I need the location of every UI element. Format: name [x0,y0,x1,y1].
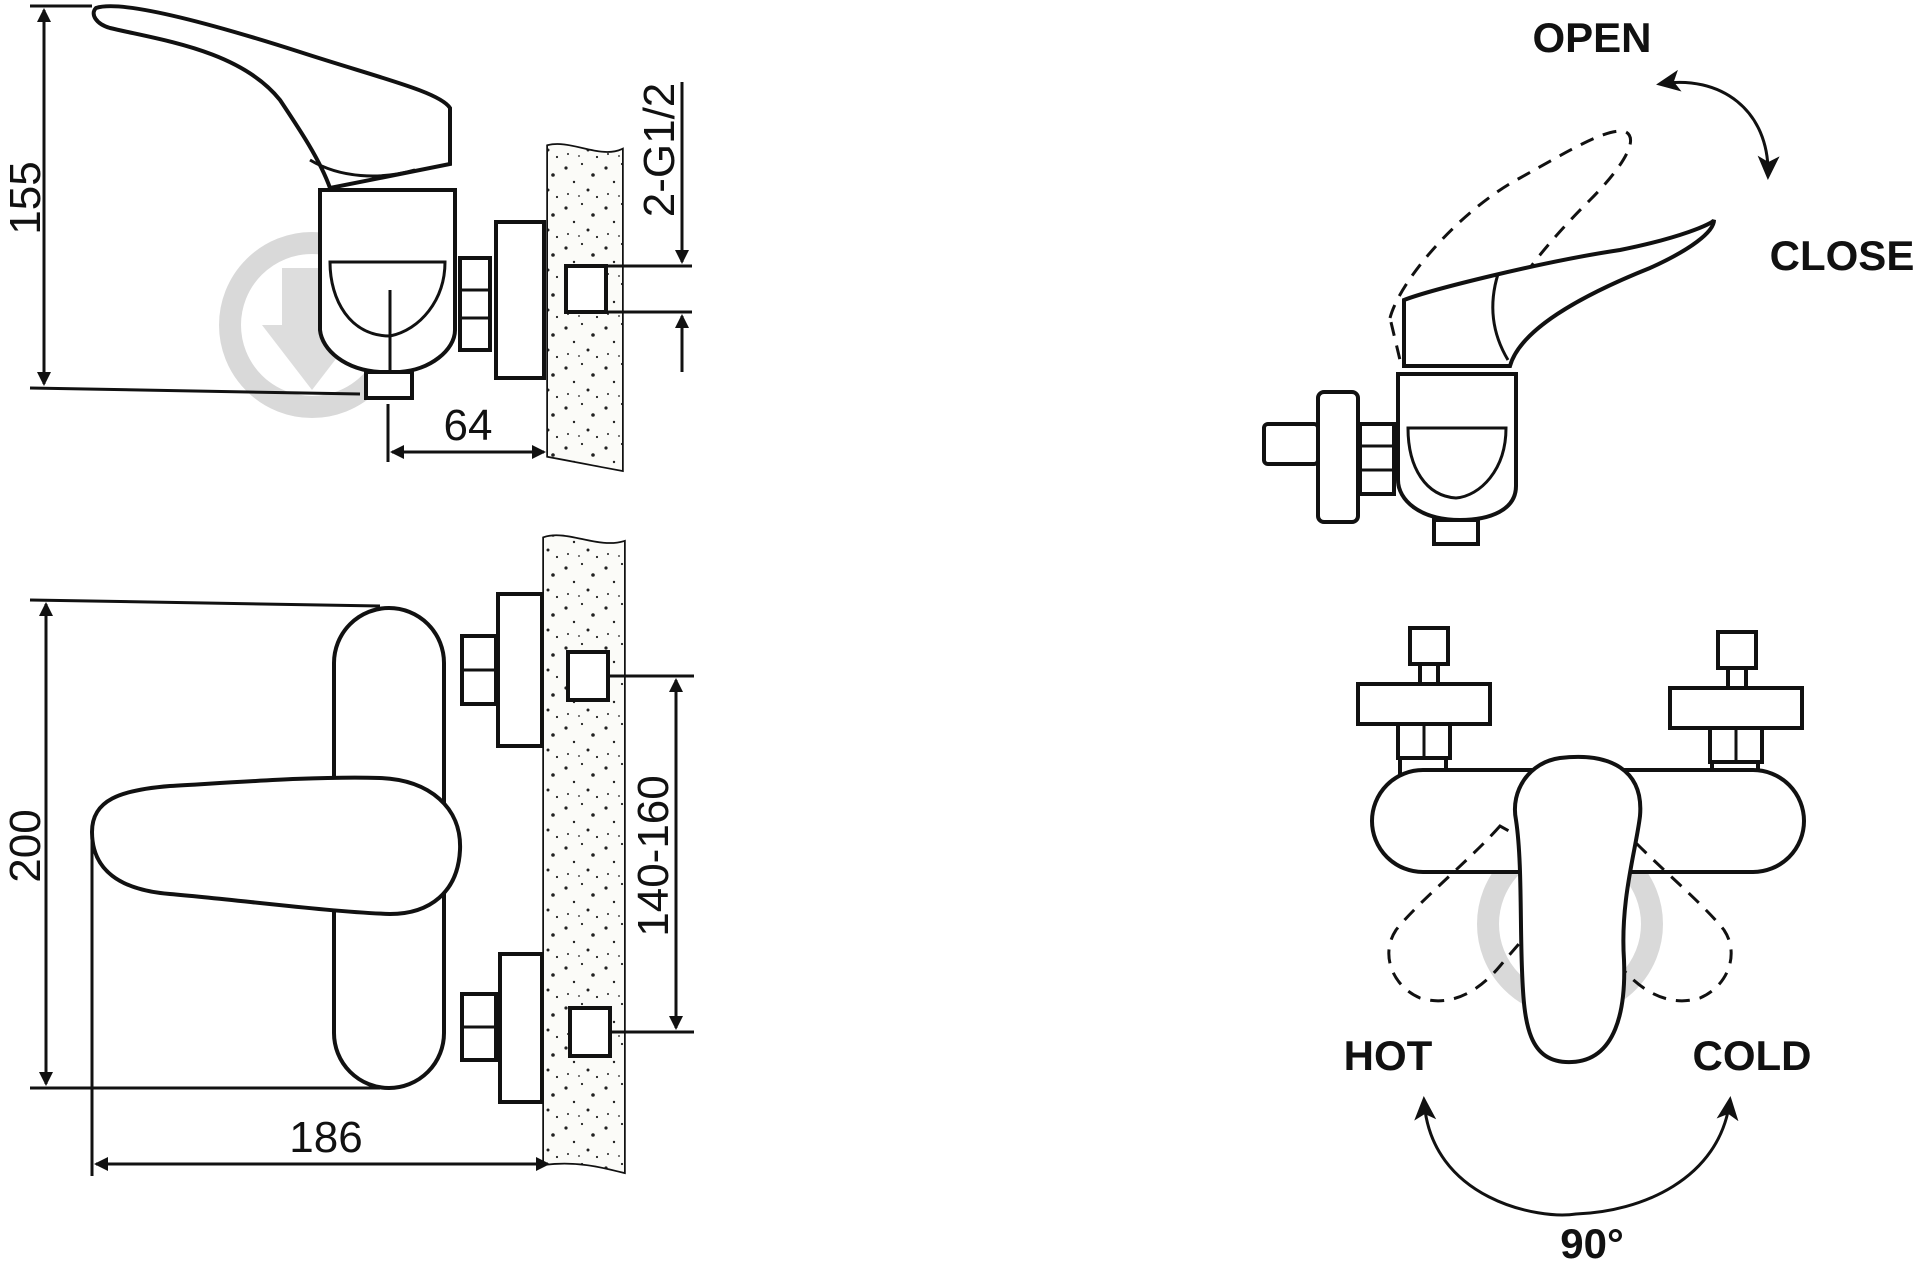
lever-handle [91,4,452,191]
flange-right [1668,686,1804,730]
label-cold: COLD [1693,1032,1812,1079]
wall-inlet [564,264,608,314]
wall-texture [544,536,624,1172]
thread-label: 2-G1/2 [635,83,684,218]
body-detail [1406,426,1508,500]
connector-nut [458,256,492,352]
side-view: 155 64 2-G1/2 [1,4,692,473]
lever-hot-dashed [1387,824,1583,1003]
extension-line [29,386,361,396]
inlet-pipe [1262,422,1320,466]
wall-flange [494,220,546,380]
label-hot: HOT [1344,1032,1433,1079]
label-close: CLOSE [1770,232,1915,279]
mixer-body [318,188,457,374]
lever-cold-dashed [1537,824,1733,1003]
lever-handle-perspective [1402,218,1716,368]
handle-detail [1491,273,1510,361]
dim-side-depth: 64 [444,401,493,450]
flange-top [496,592,544,748]
rotation-arrow-icon [1414,1096,1739,1217]
dim-spacing: 140-160 [629,775,678,936]
rotation-arrow-icon [1656,69,1780,180]
connector-nut [1358,422,1396,496]
dim-side-height: 155 [1,161,50,234]
front-view: 200 140-160 186 [1,534,694,1176]
dim-front-width: 186 [289,1113,362,1162]
label-open: OPEN [1532,14,1651,61]
label-angle: 90° [1560,1220,1624,1264]
inlet-stem-right [1726,666,1748,690]
outlet-nozzle [1432,518,1480,546]
flange-left [1356,682,1492,726]
extension-line [29,598,381,608]
wall-inlet-bottom [568,1006,612,1058]
wall-flange [1316,390,1360,524]
inlet-left [1408,626,1450,666]
open-close-view: OPEN CLOSE [1262,14,1915,546]
inlet-right [1716,630,1758,670]
flange-bottom [498,952,544,1104]
wall-inlet-top [566,650,610,702]
outlet-nozzle [364,370,414,400]
lever-front [89,775,463,917]
handle-detail [309,158,416,178]
dim-front-height: 200 [1,809,50,882]
inlet-stem-left [1418,662,1440,686]
hot-cold-view: HOT COLD 90° [1344,626,1812,1267]
lever-center [1512,755,1643,1065]
